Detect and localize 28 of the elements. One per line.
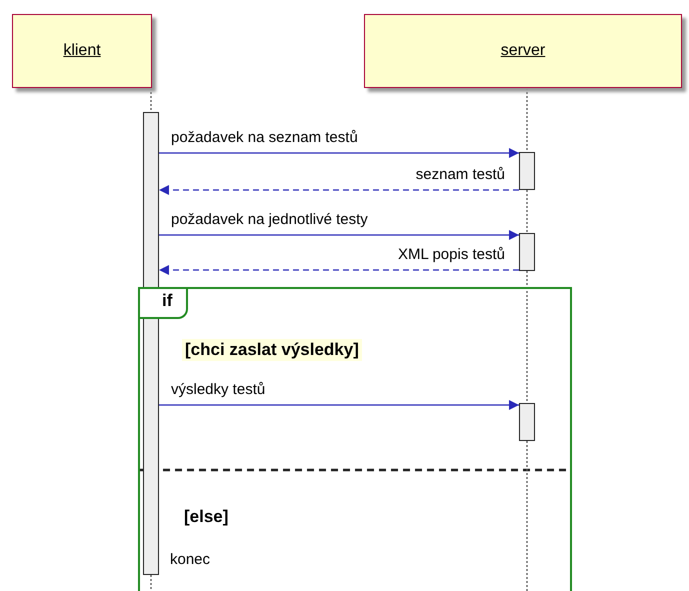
activation-bar (143, 112, 159, 575)
message-label: výsledky testů (171, 381, 266, 398)
participant-box (12, 14, 152, 88)
lifeline (526, 441, 528, 591)
lifeline (526, 88, 528, 152)
message-label: seznam testů (416, 166, 505, 183)
return-arrow (159, 265, 519, 275)
message-label: požadavek na jednotlivé testy (171, 211, 368, 228)
lifeline (526, 271, 528, 403)
participant-name: klient (63, 42, 101, 60)
fragment-operator: if (140, 289, 188, 319)
lifeline (150, 575, 152, 591)
message-label: požadavek na seznam testů (171, 129, 358, 146)
message-arrow (159, 400, 519, 410)
guard-condition: [else] (184, 507, 228, 527)
message-arrow (159, 148, 519, 158)
return-arrow (159, 185, 519, 195)
participant-name: server (500, 42, 546, 60)
message-arrow (159, 230, 519, 240)
activation-bar (519, 403, 535, 441)
guard-condition: [chci zaslat výsledky] (182, 339, 362, 361)
lifeline (150, 88, 152, 112)
message-label: XML popis testů (398, 246, 505, 263)
activation-bar (519, 233, 535, 271)
participant-box (364, 14, 682, 88)
activation-bar (519, 152, 535, 190)
lifeline (526, 190, 528, 233)
note-text: konec (170, 551, 210, 568)
